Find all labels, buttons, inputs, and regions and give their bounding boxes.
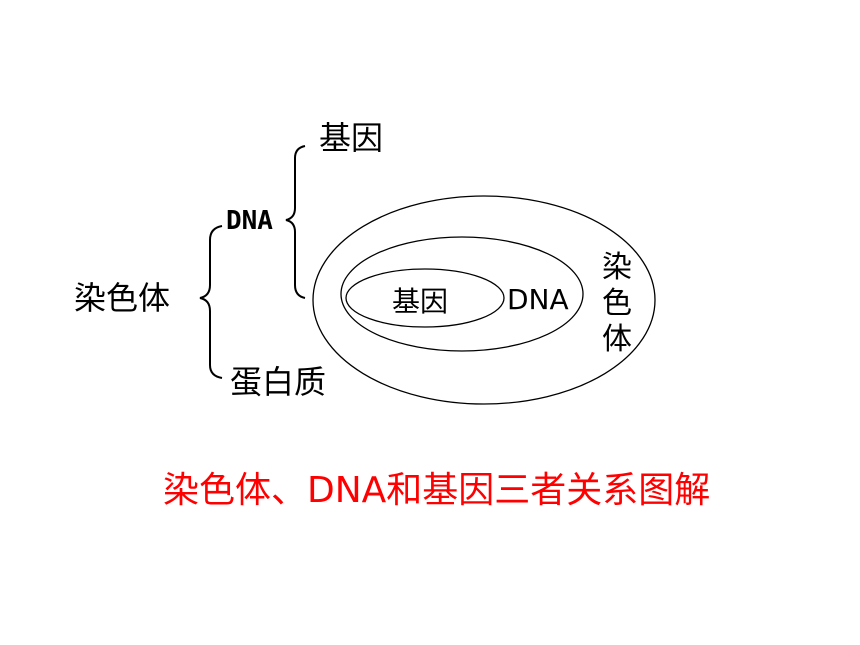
dna-ellipse	[340, 236, 584, 352]
gene-ellipse	[345, 268, 505, 328]
chromosome-ellipse	[312, 195, 656, 405]
venn-dna-label: DNA	[507, 283, 569, 316]
venn-chromosome-char-2: 色	[602, 286, 632, 321]
tree-gene-label: 基因	[319, 119, 384, 157]
venn-chromosome-char-1: 染	[602, 250, 632, 285]
chromosome-brace	[199, 225, 223, 379]
venn-gene-label: 基因	[392, 285, 449, 318]
diagram-caption: 染色体、DNA和基因三者关系图解	[163, 470, 711, 511]
tree-protein-label: 蛋白质	[230, 363, 327, 401]
tree-dna-label: DNA	[226, 206, 273, 236]
dna-brace	[285, 145, 306, 299]
tree-root-label: 染色体	[74, 279, 171, 317]
venn-chromosome-char-3: 体	[602, 322, 632, 357]
venn-chromosome-label: 染 色 体	[602, 250, 632, 358]
